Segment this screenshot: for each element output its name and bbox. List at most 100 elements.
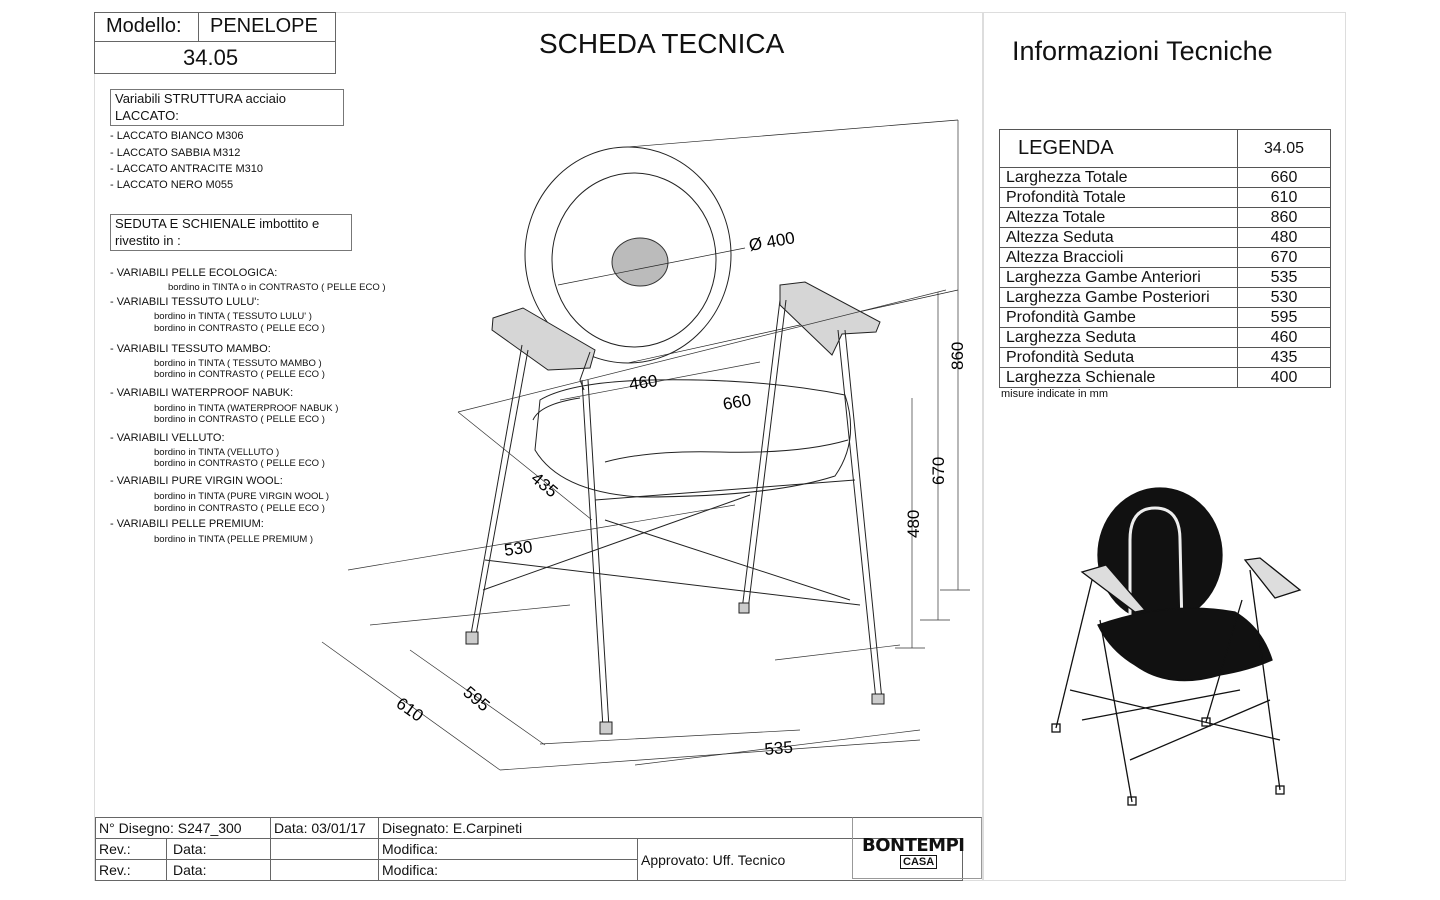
modifica-label: Modifica:	[378, 859, 638, 881]
rev-label: Rev.:	[96, 860, 167, 880]
model-label: Modello:	[106, 15, 182, 37]
dim-480: 480	[904, 510, 923, 538]
dim-535: 535	[764, 738, 794, 759]
upholstery-title-line2: rivestito in :	[115, 233, 181, 248]
dim-diameter: Ø 400	[747, 228, 796, 255]
legend-title: LEGENDA	[999, 129, 1238, 168]
finish-item: - LACCATO SABBIA M312	[110, 147, 241, 159]
legend-label: Profondità Totale	[999, 187, 1238, 208]
variant-name: - VARIABILI PELLE ECOLOGICA:	[110, 267, 278, 279]
brand-logo: BONTEMPI	[862, 835, 965, 856]
legend-code: 34.05	[1237, 129, 1331, 168]
legend-note: misure indicate in mm	[1001, 388, 1108, 400]
legend-label: Altezza Braccioli	[999, 247, 1238, 268]
table-row: Rev.: Data: Modifica:	[95, 859, 963, 881]
upholstery-title-box	[110, 214, 352, 251]
variant-detail: bordino in CONTRASTO ( PELLE ECO )	[154, 414, 325, 425]
legend-value: 435	[1237, 347, 1331, 368]
legend-value: 530	[1237, 287, 1331, 308]
model-box	[94, 12, 336, 74]
legend-label: Profondità Gambe	[999, 307, 1238, 328]
finish-item: - LACCATO ANTRACITE M310	[110, 163, 264, 175]
dim-670: 670	[929, 457, 948, 485]
finish-item: - LACCATO NERO M055	[110, 179, 234, 191]
title-block: N° Disegno: S247_300 Data: 03/01/17 Dise…	[95, 817, 963, 881]
variant-detail: bordino in CONTRASTO ( PELLE ECO )	[154, 503, 325, 514]
variant-name: - VARIABILI VELLUTO:	[110, 432, 225, 444]
table-row: N° Disegno: S247_300 Data: 03/01/17 Dise…	[95, 817, 963, 839]
dim-860: 860	[948, 342, 967, 370]
chair-perspective-illustration	[1051, 487, 1302, 806]
variant-name: - VARIABILI PELLE PREMIUM:	[110, 518, 264, 530]
legend-value: 400	[1237, 367, 1331, 388]
model-code: 34.05	[183, 45, 239, 70]
variant-detail: bordino in TINTA (PURE VIRGIN WOOL )	[154, 491, 330, 502]
structure-title-box	[110, 89, 344, 126]
drawing-date: Data: 03/01/17	[270, 817, 379, 839]
variant-detail: bordino in TINTA ( TESSUTO LULU' )	[154, 311, 312, 322]
sheet-frame	[94, 12, 984, 881]
legend-label: Larghezza Gambe Anteriori	[999, 267, 1238, 288]
sheet-title: SCHEDA TECNICA	[539, 28, 785, 59]
legend-label: Larghezza Schienale	[999, 367, 1238, 388]
legend-value: 670	[1237, 247, 1331, 268]
variant-name: - VARIABILI TESSUTO MAMBO:	[110, 343, 271, 355]
structure-title-line1: Variabili STRUTTURA acciaio	[115, 91, 286, 106]
rev-label: Rev.:	[96, 839, 167, 859]
legend-value: 480	[1237, 227, 1331, 248]
brand-logo-sub: CASA	[900, 855, 938, 869]
variant-detail: bordino in TINTA ( TESSUTO MAMBO )	[154, 358, 322, 369]
variant-name: - VARIABILI WATERPROOF NABUK:	[110, 387, 294, 399]
data-label: Data:	[173, 841, 207, 857]
upholstery-title-line1: SEDUTA E SCHIENALE imbottito e	[115, 216, 320, 231]
legend-label: Larghezza Totale	[999, 167, 1238, 188]
dim-660: 660	[721, 390, 752, 414]
legend-header-row: LEGENDA 34.05	[999, 129, 1331, 168]
model-box-divider-h	[94, 41, 336, 42]
approved-by: Approvato: Uff. Tecnico	[637, 838, 963, 881]
variant-detail: bordino in TINTA o in CONTRASTO ( PELLE …	[168, 282, 386, 293]
legend-label: Altezza Totale	[999, 207, 1238, 228]
info-frame	[982, 12, 1346, 881]
variant-name: - VARIABILI PURE VIRGIN WOOL:	[110, 475, 283, 487]
finish-item: - LACCATO BIANCO M306	[110, 130, 244, 142]
variant-detail: bordino in CONTRASTO ( PELLE ECO )	[154, 458, 325, 469]
data-label: Data:	[173, 862, 207, 878]
legend-value: 535	[1237, 267, 1331, 288]
logo-box	[852, 817, 982, 879]
variant-name: - VARIABILI TESSUTO LULU':	[110, 296, 260, 308]
model-name: PENELOPE	[210, 15, 318, 37]
dim-460: 460	[628, 371, 659, 394]
legend-value: 860	[1237, 207, 1331, 228]
table-row: Rev.: Data: Modifica: Approvato: Uff. Te…	[95, 838, 963, 881]
legend-label: Altezza Seduta	[999, 227, 1238, 248]
legend-value: 595	[1237, 307, 1331, 328]
dim-610: 610	[393, 694, 427, 726]
variant-detail: bordino in TINTA (WATERPROOF NABUK )	[154, 403, 339, 414]
legend-label: Larghezza Gambe Posteriori	[999, 287, 1238, 308]
dim-595: 595	[459, 683, 493, 716]
legend-value: 460	[1237, 327, 1331, 348]
dim-530: 530	[503, 537, 534, 560]
legend-value: 660	[1237, 167, 1331, 188]
variant-detail: bordino in CONTRASTO ( PELLE ECO )	[154, 323, 325, 334]
variant-detail: bordino in TINTA (VELLUTO )	[154, 447, 280, 458]
structure-title-line2: LACCATO:	[115, 108, 179, 123]
model-box-divider-v	[198, 12, 199, 41]
legend-label: Larghezza Seduta	[999, 327, 1238, 348]
info-title: Informazioni Tecniche	[1012, 36, 1273, 66]
variant-detail: bordino in TINTA (PELLE PREMIUM )	[154, 534, 314, 545]
chair-technical-drawing: Ø 400 860 670 480 660 460 435 530 610 59…	[321, 119, 970, 771]
drawn-by: Disegnato: E.Carpineti	[378, 817, 963, 839]
